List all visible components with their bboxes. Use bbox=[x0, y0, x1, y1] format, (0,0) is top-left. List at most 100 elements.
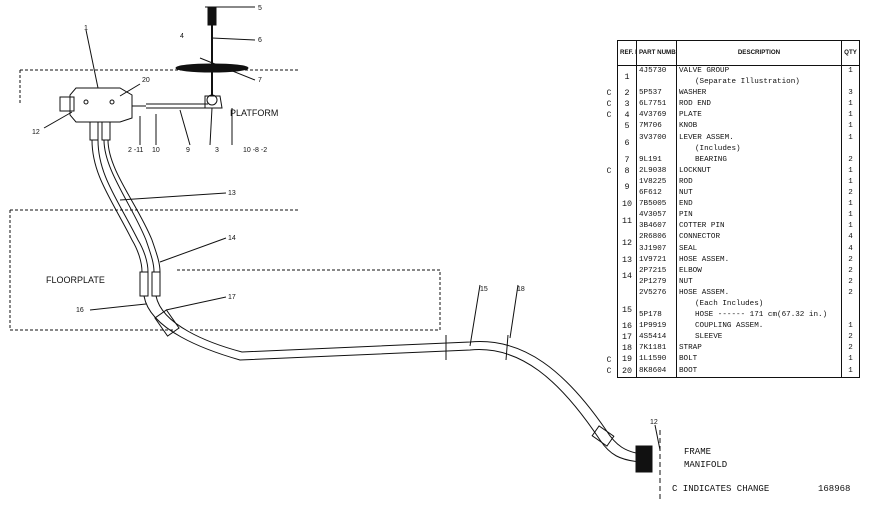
callout-18: 18 bbox=[517, 286, 525, 293]
description-cell: WASHER bbox=[676, 88, 842, 100]
part-number-cell: 6F612 bbox=[636, 188, 677, 200]
ref-no-cell: 12 bbox=[617, 232, 637, 255]
part-number-cell: 9L191 bbox=[636, 154, 677, 166]
part-number-cell: 4V3769 bbox=[636, 110, 677, 122]
description-cell: HOSE ASSEM. bbox=[676, 254, 842, 266]
part-number-cell bbox=[636, 298, 677, 311]
callout-15: 15 bbox=[480, 286, 488, 293]
callout-4: 4 bbox=[180, 33, 184, 40]
hose-13 bbox=[91, 139, 143, 273]
callout-9: 9 bbox=[186, 147, 190, 154]
header-ref-no: REF. NO. bbox=[617, 40, 637, 66]
part-number-cell: 7K1181 bbox=[636, 343, 677, 355]
ref-no-cell: 13 bbox=[617, 254, 637, 266]
callout-17: 17 bbox=[228, 294, 236, 301]
part-number-cell: 3V3700 bbox=[636, 132, 677, 144]
part-number-cell bbox=[636, 77, 677, 89]
description-cell: LOCKNUT bbox=[676, 165, 842, 177]
part-number-cell: 7M706 bbox=[636, 121, 677, 133]
part-number-cell: 7B5005 bbox=[636, 199, 677, 211]
description-cell: NUT bbox=[676, 188, 842, 200]
qty-cell: 1 bbox=[841, 65, 860, 78]
drawing-number: 168968 bbox=[818, 484, 851, 494]
callout-1: 1 bbox=[84, 25, 88, 32]
table-row: (Separate Illustration) bbox=[618, 77, 860, 89]
change-indicator: C bbox=[606, 355, 612, 365]
part-number-cell: 4V3057 bbox=[636, 210, 677, 222]
callout-10-8-2: 10 -8 -2 bbox=[243, 147, 267, 154]
header-qty: QTY bbox=[841, 40, 860, 66]
description-cell: LEVER ASSEM. bbox=[676, 132, 842, 144]
part-number-cell: 4J5730 bbox=[636, 65, 677, 78]
description-cell: COTTER PIN bbox=[676, 221, 842, 233]
part-number-cell: 1L1590 bbox=[636, 354, 677, 366]
qty-cell: 1 bbox=[841, 199, 860, 211]
qty-cell: 1 bbox=[841, 165, 860, 177]
description-cell: PIN bbox=[676, 210, 842, 222]
callout-3: 3 bbox=[215, 147, 219, 154]
qty-cell: 1 bbox=[841, 99, 860, 111]
description-cell: (Each Includes) bbox=[676, 298, 842, 311]
description-cell: SLEEVE bbox=[676, 332, 842, 344]
part-number-cell: 2R6806 bbox=[636, 232, 677, 244]
hose-13 bbox=[107, 139, 161, 273]
description-cell: ROD bbox=[676, 176, 842, 189]
callout-10: 10 bbox=[152, 147, 160, 154]
parts-table: REF. NO. PART NUMBER DESCRIPTION QTY 14J… bbox=[617, 40, 860, 378]
change-indicator: C bbox=[606, 89, 612, 99]
ref-no-cell: 10 bbox=[617, 199, 637, 211]
part-number-cell: 2P1279 bbox=[636, 276, 677, 288]
qty-cell: 1 bbox=[841, 354, 860, 366]
qty-cell: 2 bbox=[841, 287, 860, 299]
part-number-cell: 3B4607 bbox=[636, 221, 677, 233]
part-number-cell: 2V5276 bbox=[636, 287, 677, 299]
change-note: C INDICATES CHANGE bbox=[672, 484, 770, 494]
description-cell: ELBOW bbox=[676, 265, 842, 277]
sleeve-17 bbox=[591, 425, 615, 447]
qty-cell: 1 bbox=[841, 221, 860, 233]
table-row: (Includes) bbox=[618, 143, 860, 155]
callout-20: 20 bbox=[142, 77, 150, 84]
qty-cell: 1 bbox=[841, 176, 860, 189]
qty-cell: 4 bbox=[841, 232, 860, 244]
elbow-14 bbox=[139, 271, 149, 297]
callout-2-11: 2 -11 bbox=[128, 147, 144, 154]
description-cell: STRAP bbox=[676, 343, 842, 355]
callout-13: 13 bbox=[228, 190, 236, 197]
part-number-cell: 2L9038 bbox=[636, 165, 677, 177]
description-cell: CONNECTOR bbox=[676, 232, 842, 244]
description-cell: (Separate Illustration) bbox=[676, 77, 842, 89]
description-cell: BEARING bbox=[676, 154, 842, 166]
change-indicator: C bbox=[606, 366, 612, 376]
description-cell: END bbox=[676, 199, 842, 211]
floorplate-label: FLOORPLATE bbox=[46, 275, 105, 285]
qty-cell bbox=[841, 298, 860, 311]
part-number-cell: 3J1907 bbox=[636, 243, 677, 255]
part-number-cell: 6L7751 bbox=[636, 99, 677, 111]
elbow-14 bbox=[151, 271, 161, 297]
hose-13 bbox=[103, 139, 155, 273]
change-indicator: C bbox=[606, 166, 612, 176]
change-indicator: C bbox=[606, 111, 612, 121]
part-number-cell: 1P9919 bbox=[636, 321, 677, 333]
qty-cell: 2 bbox=[841, 154, 860, 166]
part-number-cell: 2P7215 bbox=[636, 265, 677, 277]
header-description: DESCRIPTION bbox=[676, 40, 842, 66]
ref-no-cell: 5 bbox=[617, 121, 637, 133]
callout-16: 16 bbox=[76, 307, 84, 314]
qty-cell: 1 bbox=[841, 321, 860, 333]
